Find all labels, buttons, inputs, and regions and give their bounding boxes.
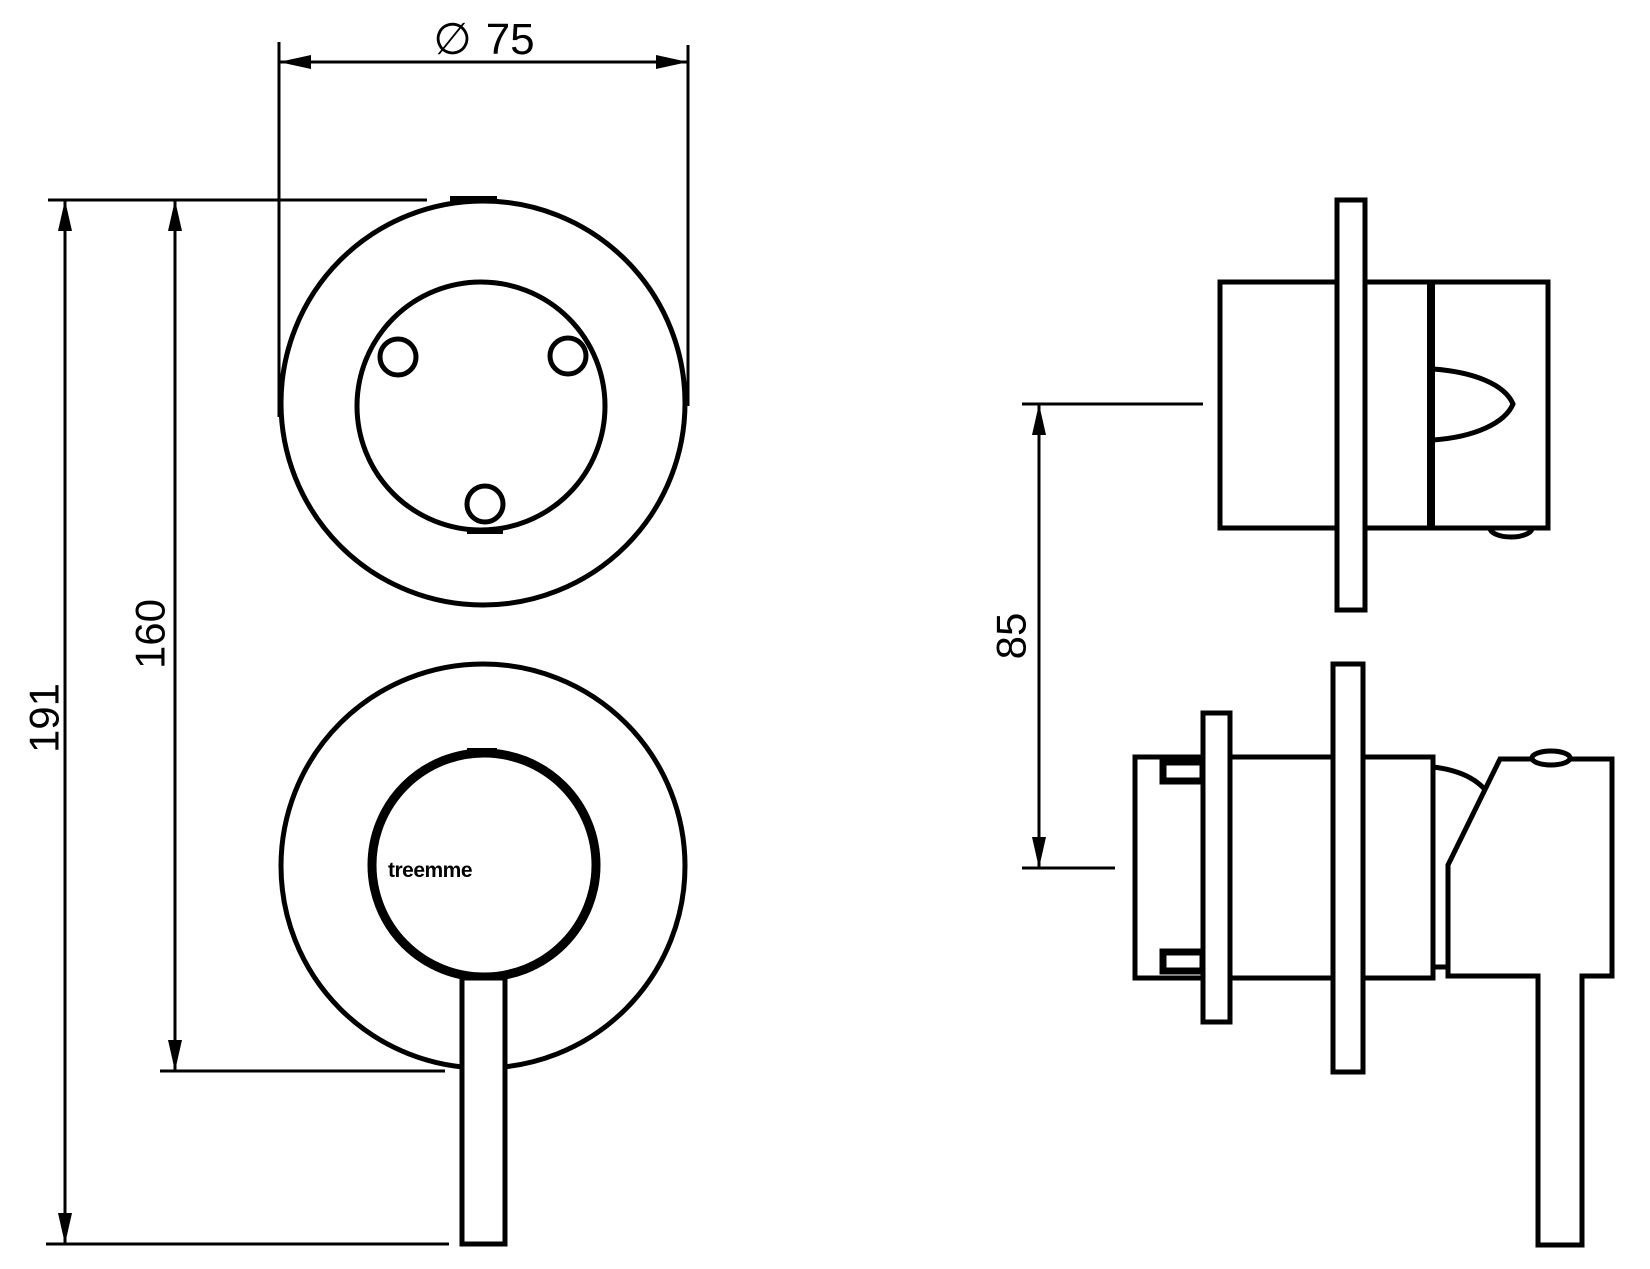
dia75-label: ∅ 75 bbox=[433, 15, 534, 64]
mounting-tab-top bbox=[1159, 758, 1207, 785]
mounting-tab-bottom bbox=[1159, 948, 1207, 975]
dia75-arrow-left bbox=[279, 55, 311, 69]
side-view-bottom-unit bbox=[1022, 661, 1615, 1248]
mounting-rail bbox=[1200, 710, 1233, 1025]
handle-set-screw-lens bbox=[1529, 748, 1573, 768]
dim160-arrow-top bbox=[168, 200, 182, 231]
dim85-arrow-bottom bbox=[1032, 837, 1046, 868]
dim160-label: 160 bbox=[127, 599, 174, 669]
front-view: treemme bbox=[278, 196, 688, 1247]
front-dimensions: ∅ 75 191 160 bbox=[21, 15, 690, 1246]
dim191-arrow-top bbox=[58, 200, 72, 231]
top-plate-outer-circle bbox=[278, 198, 688, 608]
side-dimension-85: 85 bbox=[988, 404, 1046, 868]
dim191-label: 191 bbox=[21, 683, 68, 753]
top-unit-body bbox=[1217, 279, 1551, 531]
top-unit-knob-profile bbox=[1432, 366, 1516, 443]
top-unit-wall-flange bbox=[1334, 197, 1368, 613]
top-plate-inner-circle bbox=[354, 279, 608, 533]
screw-hole-left bbox=[377, 336, 419, 378]
diameter-value: 75 bbox=[486, 15, 535, 64]
screw-hole-bottom bbox=[464, 483, 506, 525]
top-unit-set-screw-bump bbox=[1487, 527, 1535, 540]
dim85-label: 85 bbox=[988, 613, 1035, 660]
screw-hole-right bbox=[547, 335, 589, 377]
lever-handle-side bbox=[1445, 756, 1615, 1248]
side-view-top-unit bbox=[1022, 197, 1551, 613]
dim85-arrow-top bbox=[1032, 404, 1046, 435]
bottom-unit-body bbox=[1132, 754, 1436, 981]
dia75-arrow-right bbox=[656, 55, 688, 69]
dim191-arrow-bottom bbox=[58, 1213, 72, 1244]
bottom-unit-wall-flange bbox=[1330, 661, 1366, 1075]
diameter-symbol: ∅ bbox=[433, 15, 471, 64]
lever-handle-front bbox=[459, 975, 508, 1247]
dim160-arrow-bottom bbox=[168, 1040, 182, 1071]
brand-logo: treemme bbox=[388, 859, 472, 882]
